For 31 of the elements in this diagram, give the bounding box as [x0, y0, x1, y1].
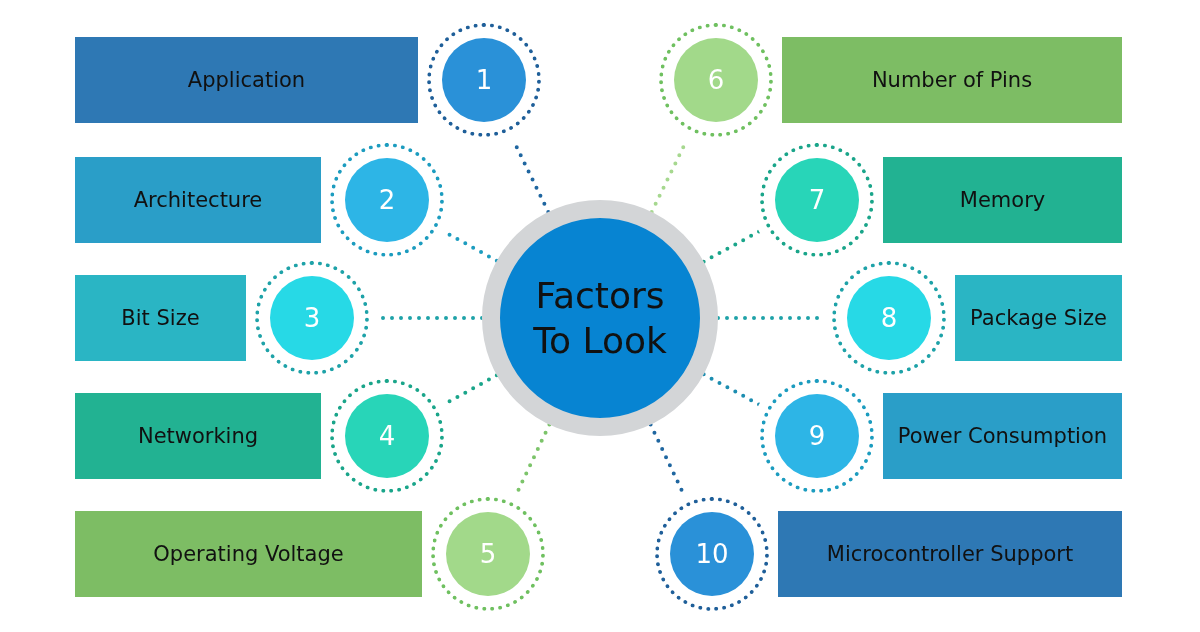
label-bar — [883, 157, 1122, 243]
factor-label: Application — [186, 67, 307, 94]
factor-label: Number of Pins — [870, 67, 1034, 94]
label-bar — [75, 393, 321, 479]
center-title: Factors To Look — [532, 274, 668, 363]
label-bar — [75, 511, 422, 597]
label-bar — [782, 37, 1122, 123]
factor-label: Bit Size — [120, 305, 201, 332]
number-label: 5 — [479, 539, 497, 569]
number-label: 10 — [695, 539, 729, 569]
label-bar — [778, 511, 1122, 597]
factor-label: Memory — [958, 187, 1047, 214]
factor-label: Architecture — [132, 187, 264, 214]
label-bar — [883, 393, 1122, 479]
number-label: 6 — [707, 65, 725, 95]
label-bar — [75, 275, 246, 361]
label-bar — [955, 275, 1122, 361]
factor-label: Microcontroller Support — [825, 541, 1075, 568]
number-label: 3 — [303, 303, 321, 333]
label-bar — [75, 157, 321, 243]
factor-label: Power Consumption — [896, 423, 1109, 450]
number-label: 2 — [378, 185, 396, 215]
number-label: 9 — [808, 421, 826, 451]
number-label: 8 — [880, 303, 898, 333]
label-bar — [75, 37, 418, 123]
factor-label: Networking — [136, 423, 260, 450]
number-label: 7 — [808, 185, 826, 215]
factor-label: Package Size — [969, 305, 1108, 332]
number-label: 1 — [475, 65, 493, 95]
factor-label: Operating Voltage — [152, 541, 345, 568]
number-label: 4 — [378, 421, 396, 451]
